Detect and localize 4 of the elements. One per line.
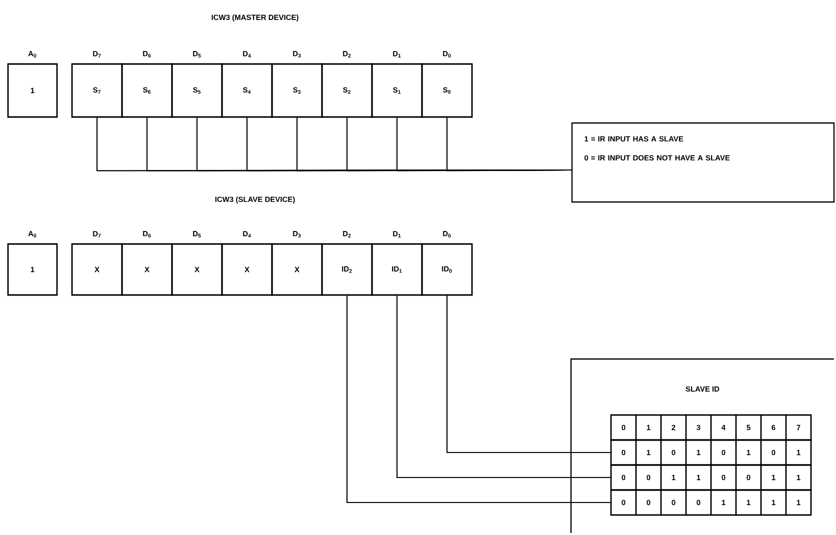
connector-line <box>446 118 572 172</box>
connector-line <box>446 296 610 454</box>
connector-line <box>396 296 610 478</box>
connector-line <box>346 296 610 504</box>
